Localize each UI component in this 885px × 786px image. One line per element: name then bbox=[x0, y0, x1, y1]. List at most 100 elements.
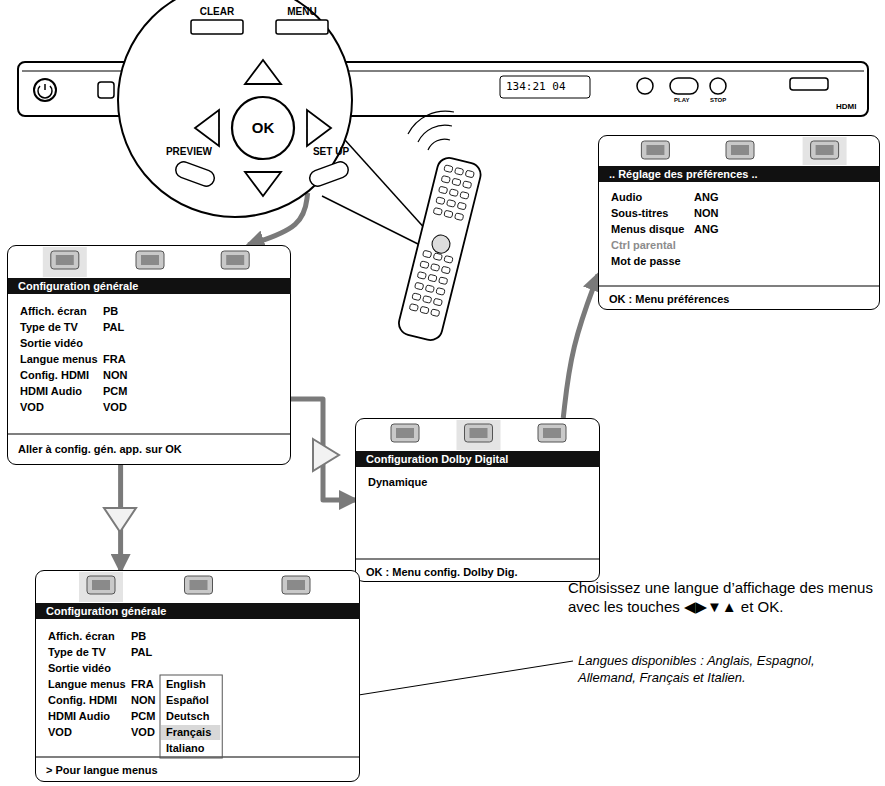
menu-text: Type de TV bbox=[20, 320, 78, 334]
note-text: Choisissez une langue d’affichage des me… bbox=[568, 578, 878, 616]
arrow-key bbox=[307, 110, 331, 146]
tab-icon bbox=[221, 251, 249, 269]
menu-text: NON bbox=[694, 206, 718, 220]
menu-text: Sortie vidéo bbox=[20, 336, 83, 350]
remote-key bbox=[423, 250, 432, 258]
menu-text: SET UP bbox=[313, 145, 349, 159]
remote-key bbox=[455, 167, 464, 175]
submenu-box bbox=[160, 675, 222, 758]
footer-rule bbox=[36, 756, 360, 757]
remote-key bbox=[444, 210, 453, 218]
remote-key bbox=[433, 253, 442, 261]
menu-text: Italiano bbox=[166, 741, 205, 755]
menu-text: PAL bbox=[103, 320, 124, 334]
menu-screen: Configuration généraleAffich. écranPBTyp… bbox=[7, 245, 291, 465]
ok-button bbox=[232, 97, 294, 159]
screen-backdrop bbox=[356, 419, 601, 583]
menu-title: Configuration générale bbox=[46, 604, 166, 618]
setup-button bbox=[307, 160, 350, 189]
highlight-row bbox=[161, 725, 220, 740]
menu-text: PAL bbox=[131, 645, 152, 659]
menu-text: MENU bbox=[287, 5, 316, 19]
active-tab bbox=[43, 247, 87, 277]
tab-icon bbox=[811, 141, 839, 159]
menu-text: Aller à config. gén. app. sur OK bbox=[18, 442, 182, 456]
signal-waves bbox=[408, 111, 454, 150]
remote-key bbox=[441, 266, 450, 274]
tab-icon-detail bbox=[470, 428, 488, 438]
menu-text: Mot de passe bbox=[611, 254, 681, 268]
tab-icon bbox=[185, 576, 213, 594]
device-label: PLAY bbox=[674, 97, 689, 103]
title-bar bbox=[599, 166, 880, 182]
device-label: 134:21 04 bbox=[506, 80, 566, 93]
remote-keys bbox=[409, 165, 474, 317]
footer-rule bbox=[8, 433, 291, 434]
tab-icon bbox=[282, 576, 310, 594]
signal-arc bbox=[428, 139, 450, 150]
remote-key bbox=[428, 274, 437, 282]
preview-button bbox=[173, 160, 216, 189]
note-text: Langues disponibles : Anglais, Espagnol,… bbox=[578, 652, 874, 686]
menu-screen: Configuration Dolby DigitalDynamique OK :… bbox=[355, 418, 600, 582]
tab-icon bbox=[51, 251, 79, 269]
menu-text: Langue menus bbox=[48, 677, 126, 691]
display bbox=[500, 76, 590, 98]
device-label: HDMI bbox=[836, 102, 856, 111]
arrow-key bbox=[245, 172, 281, 196]
remote-key bbox=[439, 277, 448, 285]
menu-text: VOD bbox=[20, 400, 44, 414]
power-icon bbox=[38, 84, 52, 98]
signal-arc bbox=[418, 125, 452, 142]
menu-text: VOD bbox=[131, 725, 155, 739]
tab-icon-detail bbox=[190, 580, 208, 590]
zoom-line bbox=[322, 196, 426, 248]
title-bar bbox=[356, 451, 600, 467]
remote-key bbox=[460, 191, 469, 199]
menu-text: Affich. écran bbox=[20, 304, 87, 318]
menu-text: OK : Menu config. Dolby Dig. bbox=[366, 565, 518, 579]
remote-key bbox=[420, 261, 429, 269]
menu-title: .. Réglage des préférences .. bbox=[609, 167, 758, 181]
footer-rule bbox=[599, 285, 880, 286]
menu-text: PCM bbox=[103, 384, 127, 398]
menu-text: Config. HDMI bbox=[20, 368, 89, 382]
tab-icon bbox=[87, 576, 115, 594]
active-tab bbox=[457, 420, 501, 450]
flow-arrow bbox=[291, 399, 355, 500]
remote-key bbox=[423, 296, 432, 304]
remote-key bbox=[465, 170, 474, 178]
menu-text: OK : Menu préférences bbox=[609, 292, 729, 306]
menu-title: Configuration Dolby Digital bbox=[366, 452, 508, 466]
remote-key bbox=[433, 207, 442, 215]
menu-text: Dynamique bbox=[368, 475, 427, 489]
menu-text: Affich. écran bbox=[48, 629, 115, 643]
remote-key bbox=[455, 213, 464, 221]
menu-text: Langue menus bbox=[20, 352, 98, 366]
menu-text: Menus disque bbox=[611, 222, 684, 236]
menu-text: OK bbox=[252, 121, 275, 135]
menu-text: Sortie vidéo bbox=[48, 661, 111, 675]
remote-key bbox=[444, 256, 453, 264]
tab-icon-detail bbox=[56, 255, 74, 265]
right-key-symbol bbox=[313, 439, 339, 471]
remote-key bbox=[420, 306, 429, 314]
remote-dpad bbox=[430, 233, 452, 255]
menu-text: PCM bbox=[131, 709, 155, 723]
menu-text: Français bbox=[166, 725, 211, 739]
remote-key bbox=[417, 272, 426, 280]
tab-icon bbox=[641, 141, 669, 159]
menu-text: ANG bbox=[694, 190, 718, 204]
arrow-key bbox=[245, 60, 281, 84]
menu-text: Sous-titres bbox=[611, 206, 668, 220]
menu-text: NON bbox=[131, 693, 155, 707]
remote-key bbox=[431, 309, 440, 317]
clear-button bbox=[191, 20, 243, 34]
remote-control bbox=[396, 155, 483, 342]
remote-key bbox=[444, 165, 453, 173]
menu-text: FRA bbox=[103, 352, 126, 366]
tab-icon-detail bbox=[396, 428, 414, 438]
remote-key bbox=[449, 189, 458, 197]
remote-key bbox=[457, 202, 466, 210]
menu-text: FRA bbox=[131, 677, 154, 691]
